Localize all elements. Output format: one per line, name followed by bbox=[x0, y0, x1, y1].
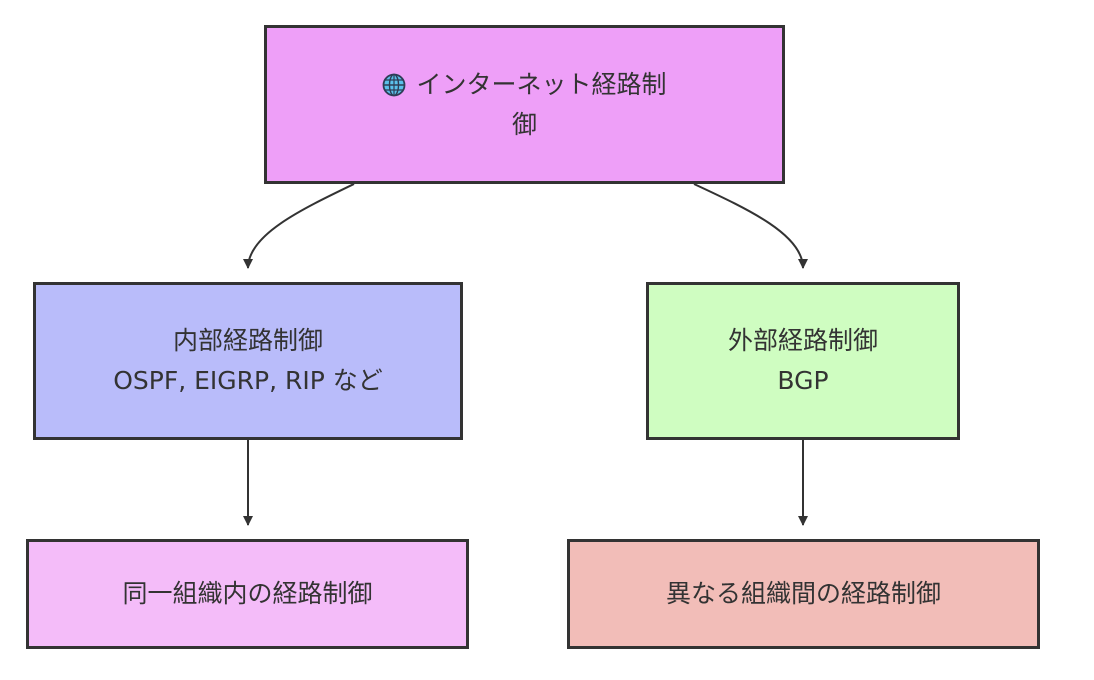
edge-root-to-external bbox=[693, 183, 808, 269]
node-external-line2: BGP bbox=[777, 366, 829, 395]
node-external-line1: 外部経路制御 bbox=[727, 326, 878, 355]
node-internal-line1: 内部経路制御 bbox=[172, 326, 323, 355]
node-diff-org-routing: 異なる組織間の経路制御 bbox=[567, 539, 1040, 649]
node-internal-routing: 内部経路制御 OSPF, EIGRP, RIP など bbox=[33, 282, 463, 440]
globe-icon bbox=[383, 73, 406, 96]
node-external-routing: 外部経路制御 BGP bbox=[646, 282, 960, 440]
node-internal-line2: OSPF, EIGRP, RIP など bbox=[113, 366, 383, 395]
edge-root-to-internal bbox=[243, 183, 355, 269]
node-diff-org-line1: 異なる組織間の経路制御 bbox=[665, 579, 941, 608]
node-internet-routing-control: インターネット経路制 御 bbox=[264, 25, 785, 184]
node-same-org-line1: 同一組織内の経路制御 bbox=[122, 579, 373, 608]
node-root-line2: 御 bbox=[511, 109, 537, 139]
node-root-line1-row: インターネット経路制 bbox=[382, 65, 667, 105]
node-root-line1: インターネット経路制 bbox=[416, 69, 667, 99]
node-same-org-routing: 同一組織内の経路制御 bbox=[26, 539, 469, 649]
